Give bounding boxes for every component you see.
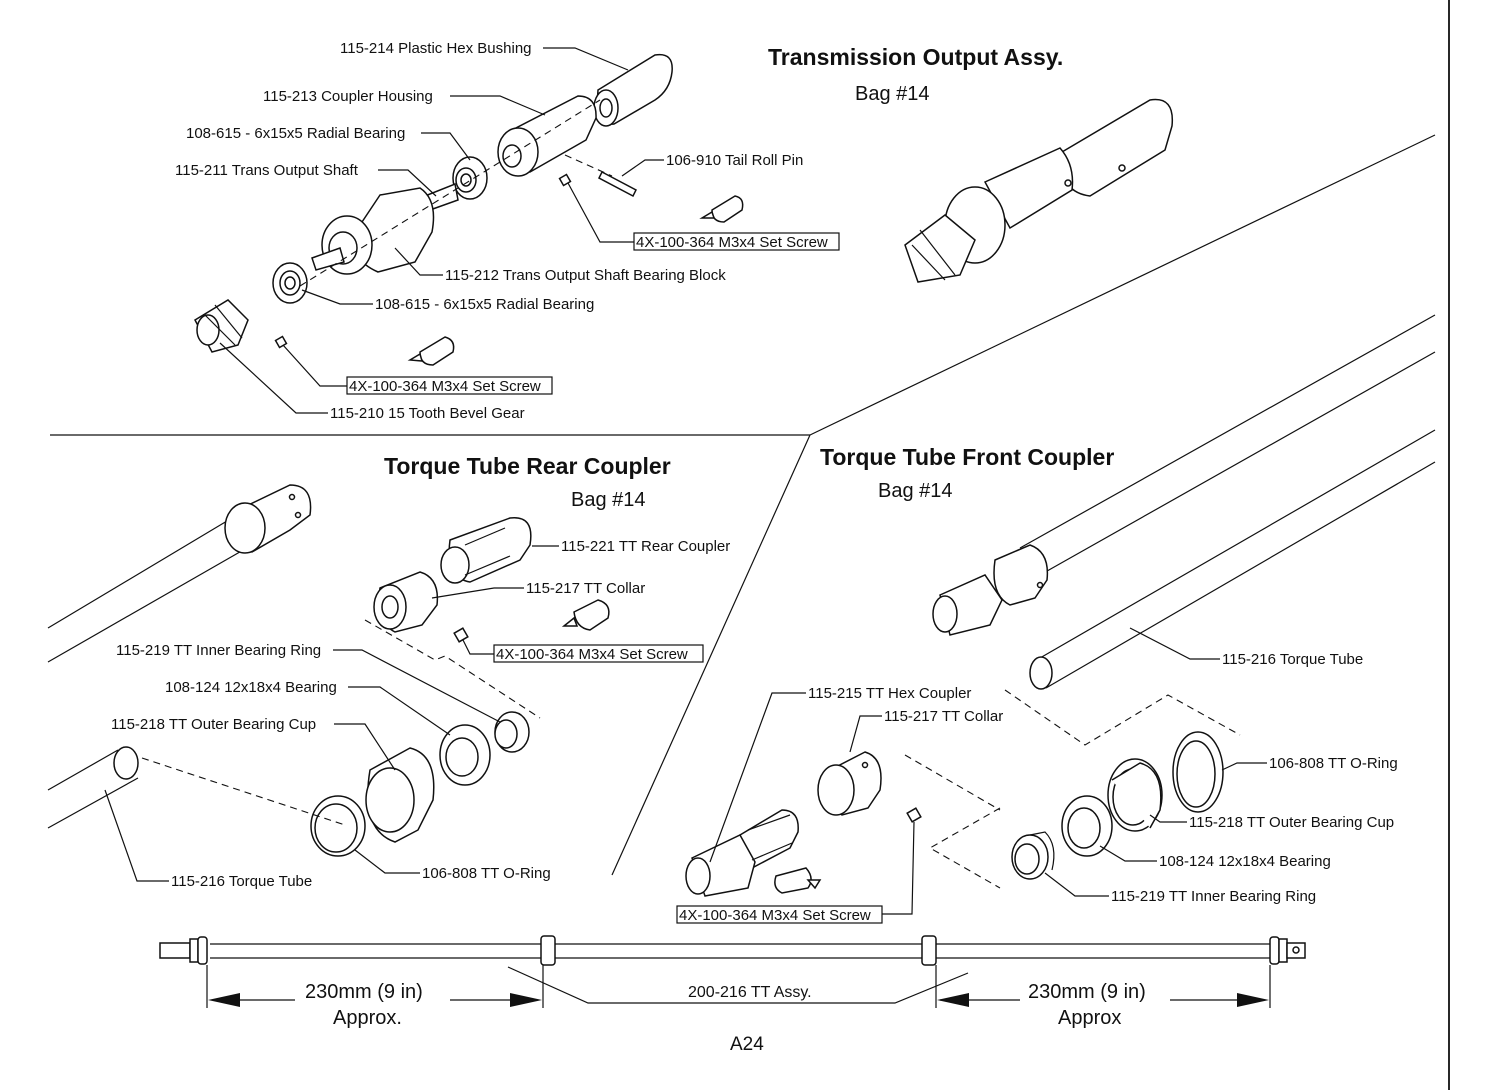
front-hex-coupler: [685, 809, 799, 897]
bearing-block: [311, 187, 435, 275]
svg-text:108-615 - 6x15x5 Radial Bearin: 108-615 - 6x15x5 Radial Bearing: [375, 296, 594, 313]
radial-bearing-bottom: [272, 262, 308, 304]
svg-text:4X-100-364 M3x4 Set Screw: 4X-100-364 M3x4 Set Screw: [679, 907, 871, 924]
transmission-assembled: [904, 98, 1174, 283]
transmission-labels: 115-214 Plastic Hex Bushing 115-213 Coup…: [175, 40, 840, 422]
front-o-ring: [1172, 731, 1224, 813]
front-coupler-title: Torque Tube Front Coupler: [820, 444, 1114, 470]
front-bearing: [1061, 795, 1113, 857]
front-collar-dash: [904, 754, 1001, 811]
bevel-gear: [194, 299, 249, 353]
front-outer-bearing-cup: [1107, 758, 1163, 832]
front-torque-tube: [1029, 429, 1436, 690]
front-axis-dash-bottom: [928, 807, 1001, 889]
rear-bearing: [439, 724, 491, 786]
svg-text:106-808 TT O-Ring: 106-808 TT O-Ring: [422, 865, 551, 882]
svg-text:108-124 12x18x4 Bearing: 108-124 12x18x4 Bearing: [1159, 853, 1331, 870]
page-number: A24: [730, 1034, 764, 1055]
rear-assembled-tube: [47, 484, 312, 663]
set-screws-transmission: [274, 170, 637, 349]
svg-text:115-218 TT Outer Bearing Cup: 115-218 TT Outer Bearing Cup: [1189, 814, 1394, 831]
rear-axis-dash-2: [364, 619, 541, 719]
axis-dash-top: [299, 99, 601, 287]
rear-o-ring: [310, 795, 366, 857]
svg-text:115-211 Trans Output Shaft: 115-211 Trans Output Shaft: [175, 162, 359, 179]
rear-coupler-bag: Bag #14: [571, 489, 646, 511]
svg-text:4X-100-364 M3x4 Set Screw: 4X-100-364 M3x4 Set Screw: [496, 646, 688, 663]
svg-text:115-215 TT Hex Coupler: 115-215 TT Hex Coupler: [808, 685, 971, 702]
rear-axis-dash: [141, 757, 346, 826]
svg-text:108-615 - 6x15x5 Radial Bearin: 108-615 - 6x15x5 Radial Bearing: [186, 125, 405, 142]
svg-text:108-124 12x18x4 Bearing: 108-124 12x18x4 Bearing: [165, 679, 337, 696]
front-coupler-labels: 115-216 Torque Tube 115-215 TT Hex Coupl…: [676, 627, 1398, 924]
svg-text:115-221 TT Rear Coupler: 115-221 TT Rear Coupler: [561, 538, 730, 555]
rear-outer-bearing-cup: [365, 747, 435, 843]
tt-assembly-label: 200-216 TT Assy.: [688, 984, 812, 1001]
rear-set-screw: [453, 627, 469, 643]
divider-diagonal-lower: [611, 434, 811, 876]
svg-text:115-219 TT Inner Bearing Ring: 115-219 TT Inner Bearing Ring: [116, 642, 321, 659]
rear-threadlocker-icon: [561, 599, 610, 631]
front-coupler-bag: Bag #14: [878, 480, 953, 502]
coupler-housing: [497, 95, 597, 177]
front-axis-dash-top: [1004, 689, 1241, 746]
axis-dash-roll-pin: [564, 154, 613, 177]
transmission-title: Transmission Output Assy.: [768, 44, 1063, 70]
rear-torque-tube: [47, 746, 139, 829]
left-dimension-approx: Approx.: [333, 1007, 402, 1029]
front-tt-collar: [817, 751, 882, 816]
svg-text:115-210 15 Tooth Bevel Gear: 115-210 15 Tooth Bevel Gear: [330, 405, 525, 422]
svg-text:115-213 Coupler Housing: 115-213 Coupler Housing: [263, 88, 433, 105]
svg-text:115-216 Torque Tube: 115-216 Torque Tube: [171, 873, 312, 890]
front-bearing-ring: [1011, 831, 1055, 880]
tt-rear-coupler: [440, 517, 532, 584]
svg-text:4X-100-364 M3x4 Set Screw: 4X-100-364 M3x4 Set Screw: [349, 378, 541, 395]
svg-text:4X-100-364 M3x4 Set Screw: 4X-100-364 M3x4 Set Screw: [636, 234, 828, 251]
rear-bearing-ring: [494, 711, 530, 753]
threadlocker-bottle-icon: [407, 195, 744, 366]
svg-text:115-218 TT Outer Bearing Cup: 115-218 TT Outer Bearing Cup: [111, 716, 316, 733]
svg-text:115-216 Torque Tube: 115-216 Torque Tube: [1222, 651, 1363, 668]
front-threadlocker-icon: [774, 867, 822, 894]
right-dimension-value: 230mm (9 in): [1028, 981, 1146, 1003]
rear-coupler-title: Torque Tube Rear Coupler: [384, 453, 671, 479]
rear-coupler-labels: 115-221 TT Rear Coupler 115-217 TT Colla…: [104, 538, 730, 890]
svg-text:115-219 TT Inner Bearing Ring: 115-219 TT Inner Bearing Ring: [1111, 888, 1316, 905]
svg-text:115-212 Trans Output Shaft Bea: 115-212 Trans Output Shaft Bearing Block: [445, 267, 726, 284]
left-dimension-value: 230mm (9 in): [305, 981, 423, 1003]
front-set-screw: [906, 807, 922, 823]
dimension-right: [935, 965, 1271, 1008]
tt-collar-rear: [373, 571, 439, 633]
svg-text:115-214 Plastic Hex Bushing: 115-214 Plastic Hex Bushing: [340, 40, 532, 57]
svg-text:106-808 TT O-Ring: 106-808 TT O-Ring: [1269, 755, 1398, 772]
svg-text:106-910 Tail Roll Pin: 106-910 Tail Roll Pin: [666, 152, 803, 169]
tt-assembly-leader: [507, 966, 969, 1004]
svg-text:115-217 TT Collar: 115-217 TT Collar: [884, 708, 1003, 725]
right-dimension-approx: Approx: [1058, 1007, 1121, 1029]
tt-assembly-drawing: [159, 935, 1306, 966]
svg-text:115-217 TT Collar: 115-217 TT Collar: [526, 580, 645, 597]
divider-diagonal-upper: [809, 134, 1436, 436]
dimension-left: [206, 965, 544, 1008]
transmission-bag: Bag #14: [855, 83, 930, 105]
plastic-hex-bushing: [593, 53, 673, 127]
radial-bearing-top: [452, 156, 488, 200]
front-assembled-tube: [932, 314, 1436, 636]
